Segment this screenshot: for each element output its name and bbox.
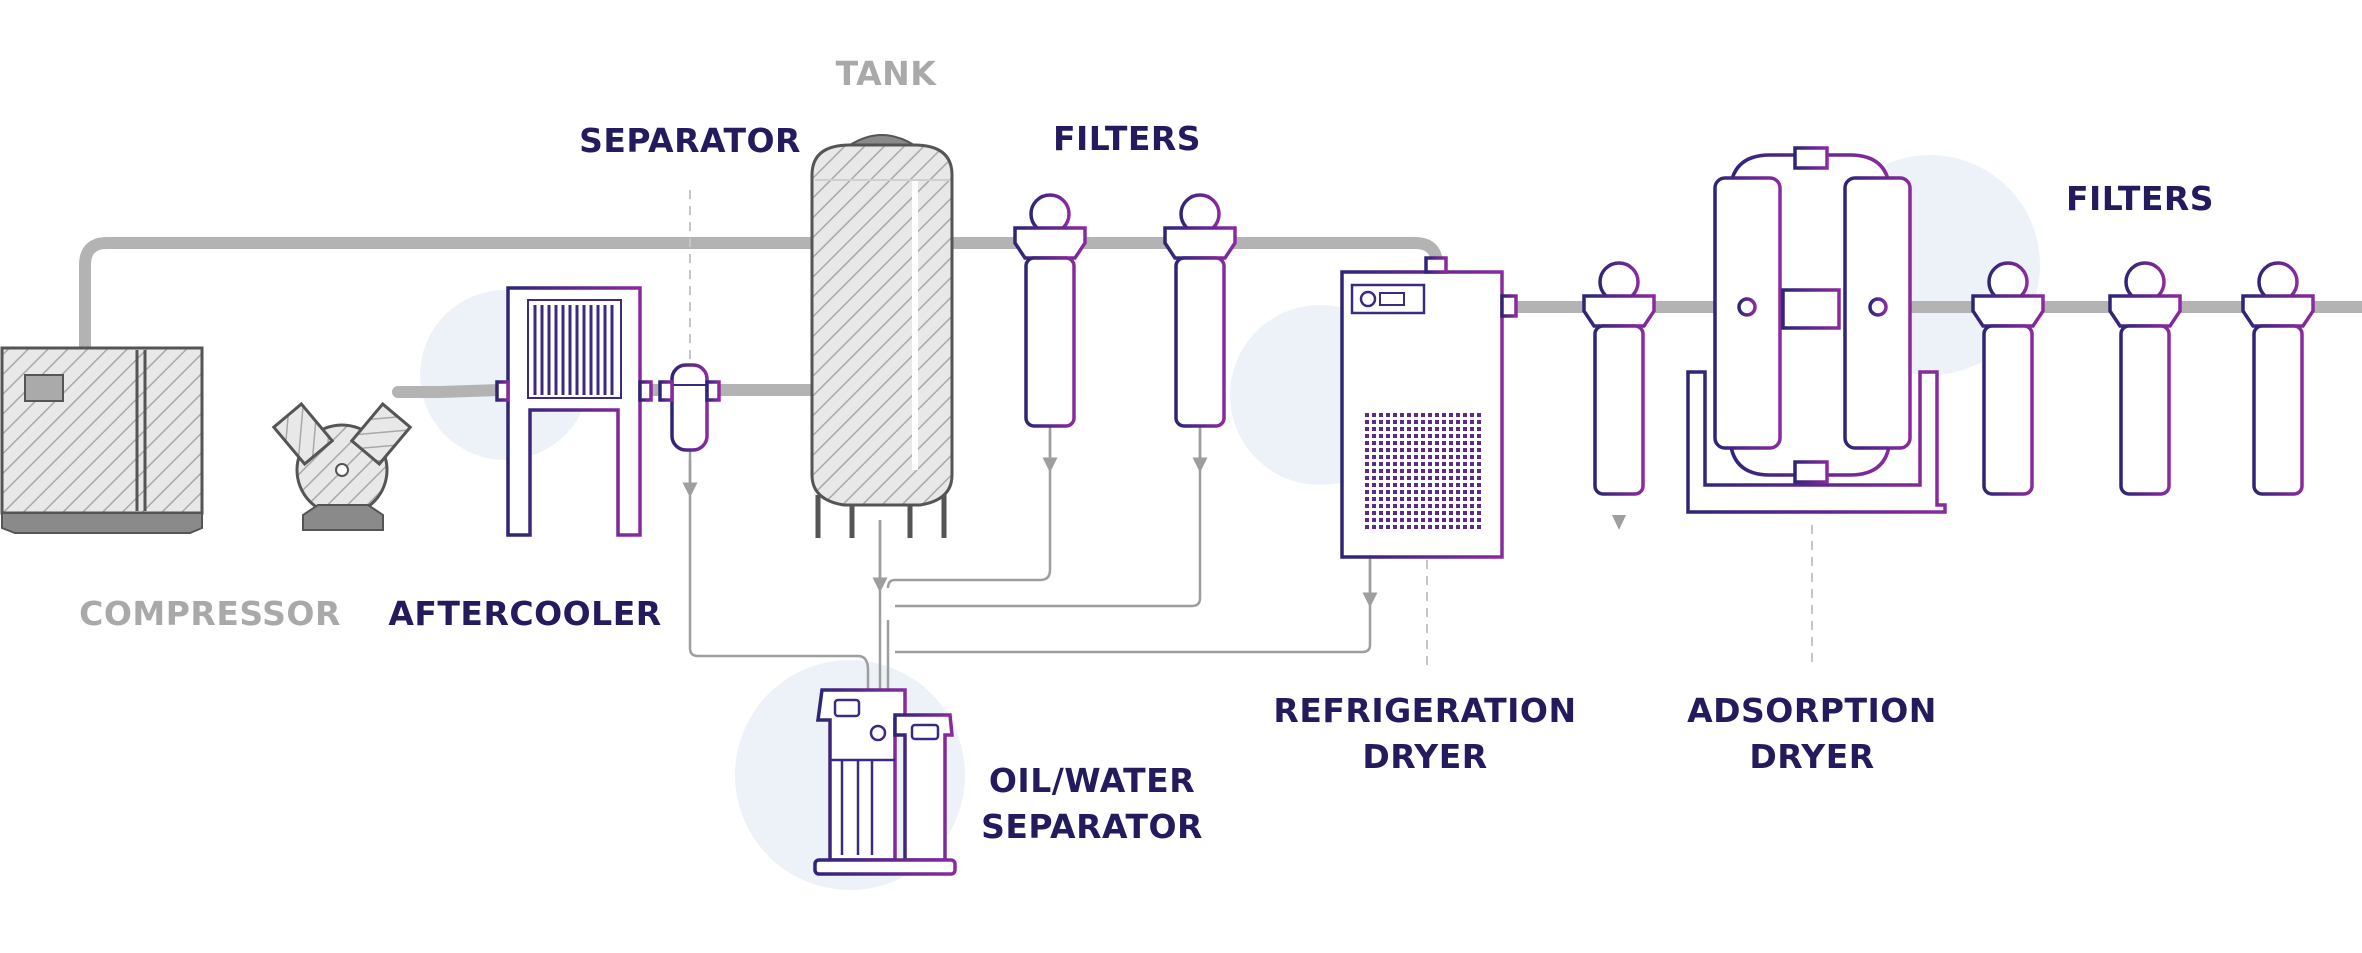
labels: TANK SEPARATOR FILTERS FILTERS COMPRESSO… (79, 54, 2214, 846)
leader-lines (689, 190, 1813, 670)
tank-label: TANK (836, 54, 938, 93)
condensate-drain-lines (682, 425, 1626, 700)
separator-label: SEPARATOR (579, 121, 801, 160)
separator (658, 363, 721, 452)
filters-label-2: FILTERS (2066, 179, 2214, 218)
adsorption-dryer-label-line2: DRYER (1749, 737, 1874, 776)
compressor-label: COMPRESSOR (79, 594, 341, 633)
oil-water-separator-label-line1: OIL/WATER (989, 761, 1195, 800)
filter-1 (1013, 193, 1087, 428)
oil-water-separator (813, 688, 957, 876)
filter-6 (2241, 261, 2315, 496)
adsorption-dryer-label-line1: ADSORPTION (1687, 691, 1937, 730)
tank (810, 134, 954, 538)
compressor (0, 346, 204, 534)
refrigeration-dryer-label-line1: REFRIGERATION (1273, 691, 1576, 730)
adsorption-dryer (1686, 146, 1947, 514)
filters-label-1: FILTERS (1053, 119, 1201, 158)
compressor-pump (271, 401, 413, 531)
aftercooler-label: AFTERCOOLER (388, 594, 661, 633)
filter-3 (1582, 261, 1656, 496)
filter-2 (1163, 193, 1237, 428)
oil-water-separator-label-line2: SEPARATOR (981, 807, 1203, 846)
filter-5 (2108, 261, 2182, 496)
refrigeration-dryer-label-line2: DRYER (1362, 737, 1487, 776)
aftercooler (495, 286, 653, 537)
refrigeration-dryer (1340, 256, 1518, 559)
filter-4 (1971, 261, 2045, 496)
